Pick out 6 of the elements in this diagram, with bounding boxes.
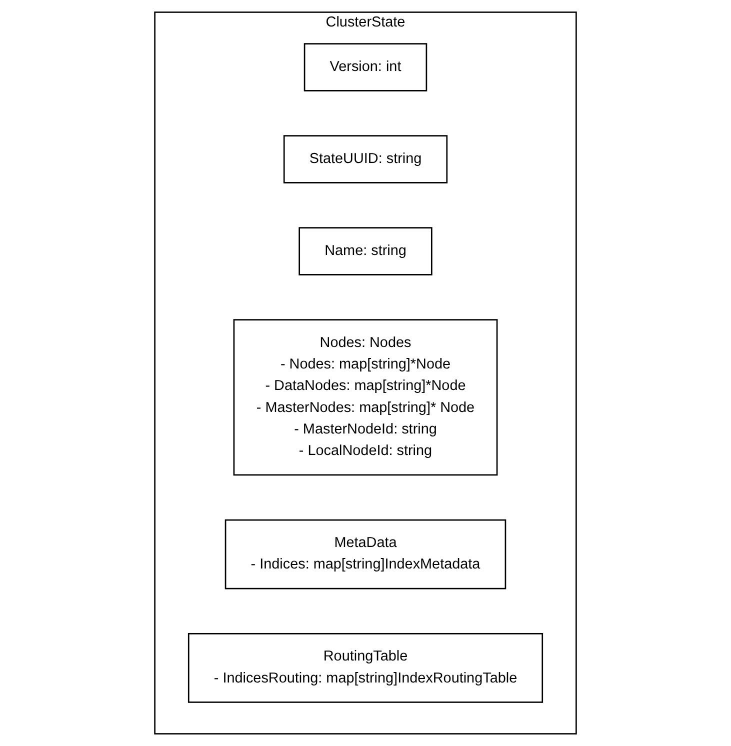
node-box: MetaData - Indices: map[string]IndexMetadata [224, 519, 506, 590]
node-box: Name: string [298, 227, 432, 276]
node-box: RoutingTable - IndicesRouting: map[string]IndexRoutingTable [188, 632, 544, 703]
node-box: Nodes: Nodes - Nodes: map[string]*Node - DataNodes: map[string]*Node - MasterNodes: map[string]* Node - MasterNodeId: string - LocalNodeId: string [233, 319, 498, 476]
node-box: StateUUID: string [283, 135, 448, 184]
node-box: Version: int [304, 43, 428, 92]
